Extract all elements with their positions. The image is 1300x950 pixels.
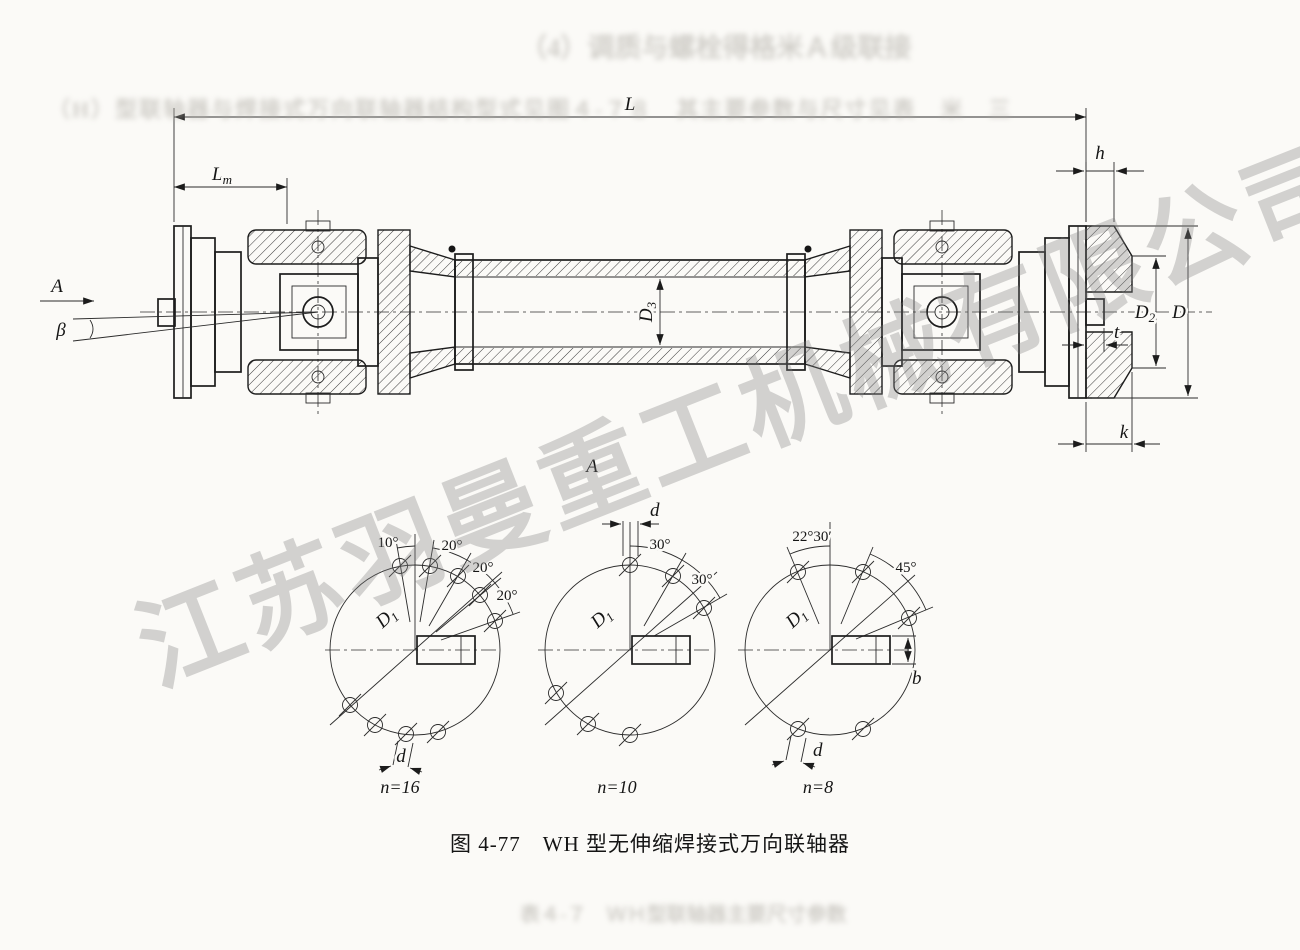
dim-beta: β bbox=[53, 311, 319, 344]
angle-label: 20° bbox=[473, 560, 494, 576]
dim-label-D2: D2 bbox=[1134, 302, 1156, 325]
bolt-count-label: n=16 bbox=[380, 777, 419, 797]
bleed-through-text-3: 表４-７ ＷＨ型联轴器主要尺寸参数 bbox=[520, 904, 847, 926]
dim-label-t: t bbox=[1114, 322, 1120, 343]
dim-Lm: Lm bbox=[174, 162, 288, 224]
bolt-circle bbox=[744, 564, 916, 736]
tube bbox=[448, 245, 812, 371]
view-direction-A: A bbox=[40, 274, 94, 305]
angle-label: 30° bbox=[692, 572, 713, 588]
angle-label: 10° bbox=[378, 535, 399, 551]
dim-d-view3: d bbox=[771, 735, 826, 770]
dim-label-beta: β bbox=[55, 320, 66, 341]
bolt-count-label: n=8 bbox=[803, 777, 833, 797]
dim-t: t bbox=[1062, 320, 1128, 352]
d1-diameter-line bbox=[544, 571, 718, 726]
dim-label-D: D bbox=[1171, 302, 1186, 323]
bolt-circle bbox=[329, 564, 501, 736]
dim-label-d: d bbox=[396, 746, 406, 767]
angle-label: 20° bbox=[497, 588, 518, 604]
left-flange-yoke bbox=[157, 220, 456, 404]
figure-title: WH 型无伸缩焊接式万向联轴器 bbox=[542, 832, 850, 856]
right-yoke-flange-hub bbox=[804, 220, 1133, 404]
detail-view-label-A: A bbox=[584, 456, 598, 477]
bleed-through-text-1: （4）调质与螺栓得格米Ａ级联接 bbox=[520, 33, 912, 63]
flange-tab bbox=[631, 635, 691, 665]
dim-D: D bbox=[1092, 225, 1198, 399]
dim-label-b: b bbox=[912, 668, 922, 689]
d1-diameter-line bbox=[744, 574, 916, 726]
bolt-holes bbox=[544, 553, 716, 747]
dim-label-Lm: Lm bbox=[211, 164, 232, 187]
figure-caption: 图 4-77 WH 型无伸缩焊接式万向联轴器 bbox=[0, 828, 1300, 858]
figure-number: 图 4-77 bbox=[450, 832, 521, 856]
dim-label-d: d bbox=[650, 500, 660, 521]
weld-dot-right bbox=[804, 245, 812, 253]
bleed-through-text-2: （H）型联轴器与焊接式万向联轴器结构型式见图４-７８ 其主要参数与尺寸见表 米 … bbox=[48, 97, 1013, 122]
angle-label: 30° bbox=[650, 537, 671, 553]
bolt-view-3: b d 22°30′ 45° D1 n=8 bbox=[738, 522, 934, 800]
dim-label-L: L bbox=[624, 94, 636, 115]
angle-label: 45° bbox=[896, 560, 917, 576]
d1-label: D1 bbox=[781, 603, 812, 634]
dim-label-h: h bbox=[1095, 143, 1105, 164]
d1-label: D1 bbox=[586, 603, 617, 634]
dimensions: L Lm h A β bbox=[40, 92, 1198, 452]
main-assembly bbox=[140, 210, 1212, 414]
dim-b-view3: b bbox=[892, 635, 924, 692]
bolt-holes bbox=[338, 554, 507, 746]
dim-D3: D3 bbox=[634, 279, 664, 345]
flange-tab bbox=[831, 635, 891, 665]
bolt-holes bbox=[786, 560, 921, 741]
weld-dot-left bbox=[448, 245, 456, 253]
dim-d-view2: d bbox=[602, 498, 663, 556]
view-arrow-label-A: A bbox=[49, 276, 63, 297]
dim-D2: D2 bbox=[1131, 255, 1166, 369]
bolt-count-label: n=10 bbox=[597, 777, 636, 797]
dim-h: h bbox=[1056, 141, 1144, 222]
spigot bbox=[1085, 298, 1105, 326]
dim-d-view1: d bbox=[378, 740, 423, 775]
flange-tab bbox=[416, 635, 476, 665]
dim-label-k: k bbox=[1120, 422, 1129, 443]
dim-label-d: d bbox=[813, 740, 823, 761]
angle-label: 20° bbox=[442, 538, 463, 554]
dim-k: k bbox=[1058, 372, 1160, 452]
dim-label-D3: D3 bbox=[636, 301, 659, 323]
bolt-view-1: d 10° 20° 20° 20° D1 n=16 bbox=[325, 533, 521, 800]
angle-label: 22°30′ bbox=[792, 529, 831, 545]
